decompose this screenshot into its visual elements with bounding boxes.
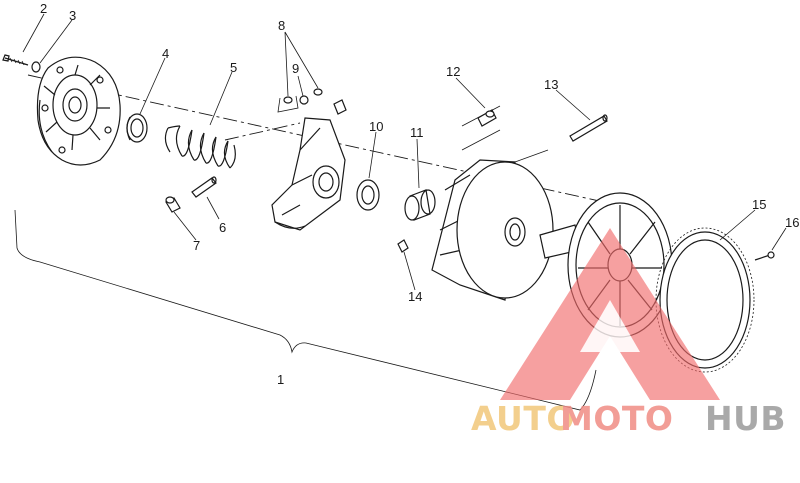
watermark-text-moto: MOTO [560,399,673,438]
callout-7: 7 [193,238,200,253]
callout-9: 9 [292,61,299,76]
callout-14: 14 [408,289,422,304]
leader-lines [22,13,787,291]
cover-plate-part [36,56,121,166]
sleeve-bushing-part [404,189,436,221]
callout-2: 2 [40,1,47,16]
spring-part [164,125,236,169]
spider-bracket-part [271,117,346,231]
roller-part [165,196,181,213]
callout-15: 15 [752,197,766,212]
thrust-washer-part [356,179,380,211]
small-nut-part [397,239,409,253]
callout-10: 10 [369,119,383,134]
callout-12: 12 [446,64,460,79]
ring-gear-part [655,227,755,373]
washer-part [31,61,41,73]
pin-part [191,176,217,198]
bolt-part [2,54,29,66]
callout-4: 4 [162,46,169,61]
callout-1: 1 [277,372,284,387]
moveable-sheave-part [431,159,554,301]
callout-8: 8 [278,18,285,33]
callout-16: 16 [785,215,799,230]
bushing-ring-part [126,113,148,143]
watermark-text-hub: HUB [705,399,786,438]
assembly-bracket [14,209,597,411]
callout-6: 6 [219,220,226,235]
watermark-text-auto: AUTO [471,399,575,438]
watermark-logo: AUTO MOTO HUB [471,228,786,438]
screw-part [754,251,775,261]
clip-part [461,105,501,151]
callout-11: 11 [410,125,424,140]
callout-3: 3 [69,8,76,23]
nut-hardware-part [277,88,347,115]
callout-13: 13 [544,77,558,92]
callout-5: 5 [230,60,237,75]
shaft-rod-part [569,114,608,142]
